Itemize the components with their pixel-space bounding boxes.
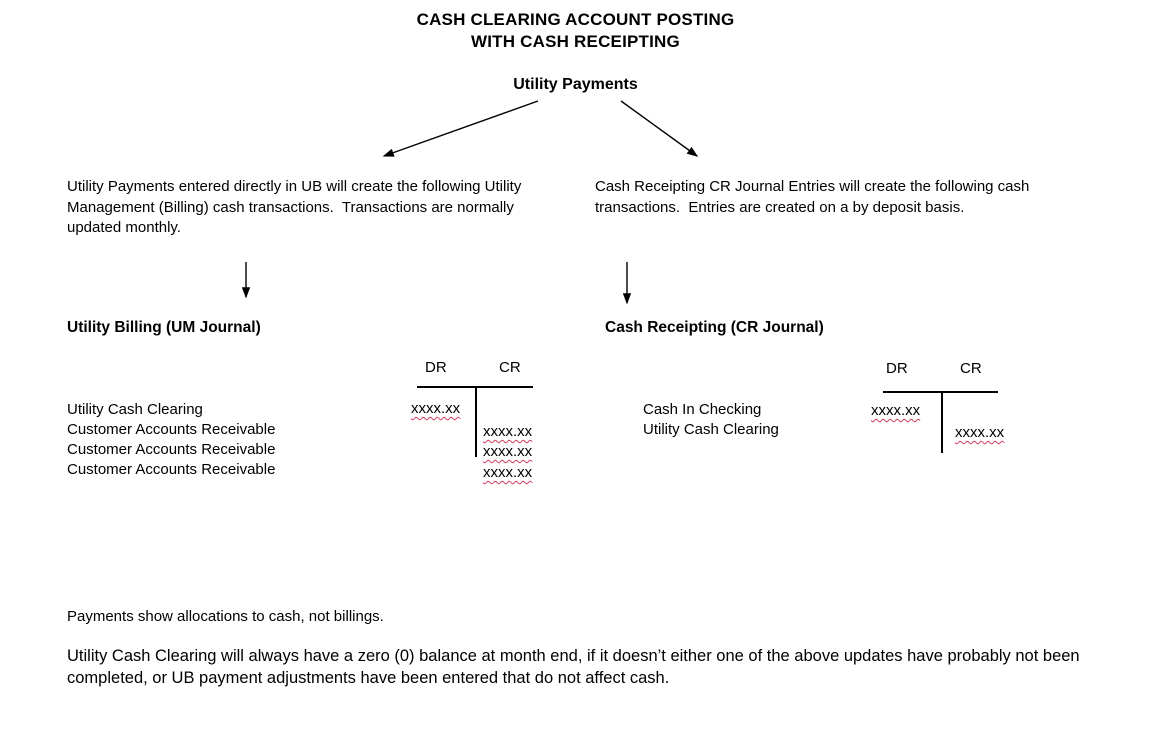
left-taccount-cr-amount: xxxx.xx (483, 443, 533, 460)
right-branch-heading: Cash Receipting (CR Journal) (605, 319, 824, 336)
left-taccount-cr-amount: xxxx.xx (483, 464, 533, 481)
left-account-label: Customer Accounts Receivable (67, 421, 276, 438)
left-branch-description: Utility Payments entered directly in UB … (67, 178, 526, 236)
right-account-label: Utility Cash Clearing (643, 421, 779, 438)
arrow-down-left-icon (382, 100, 539, 157)
right-account-label: Cash In Checking (643, 401, 762, 418)
left-account-label: Customer Accounts Receivable (67, 461, 276, 478)
right-taccount-dr-header: DR (886, 360, 908, 377)
right-branch-description: Cash Receipting CR Journal Entries will … (595, 178, 1034, 216)
left-taccount-dr-header: DR (425, 359, 447, 376)
left-taccount-cr-header: CR (499, 359, 521, 376)
page-title-line1: CASH CLEARING ACCOUNT POSTING (416, 10, 735, 29)
page-title: CASH CLEARING ACCOUNT POSTING WITH CASH … (0, 9, 1151, 53)
right-taccount-cr-amount: xxxx.xx (955, 424, 1005, 441)
left-taccount-cr-amount: xxxx.xx (483, 423, 533, 440)
page-title-line2: WITH CASH RECEIPTING (471, 32, 680, 51)
left-account-label: Utility Cash Clearing (67, 401, 203, 418)
left-taccount-vertical-line (475, 386, 477, 457)
right-taccount-cr-header: CR (960, 360, 982, 377)
footer-note: Payments show allocations to cash, not b… (67, 608, 384, 625)
right-taccount-dr-amount: xxxx.xx (871, 402, 921, 419)
left-account-label: Customer Accounts Receivable (67, 441, 276, 458)
right-taccount-horizontal-line (883, 391, 998, 393)
right-taccount-vertical-line (941, 391, 943, 453)
arrow-down-right-icon (620, 100, 699, 157)
left-branch-heading: Utility Billing (UM Journal) (67, 319, 261, 336)
footer-paragraph: Utility Cash Clearing will always have a… (67, 647, 1085, 687)
left-taccount-dr-amount: xxxx.xx (411, 400, 461, 417)
utility-payments-node: Utility Payments (513, 76, 638, 93)
